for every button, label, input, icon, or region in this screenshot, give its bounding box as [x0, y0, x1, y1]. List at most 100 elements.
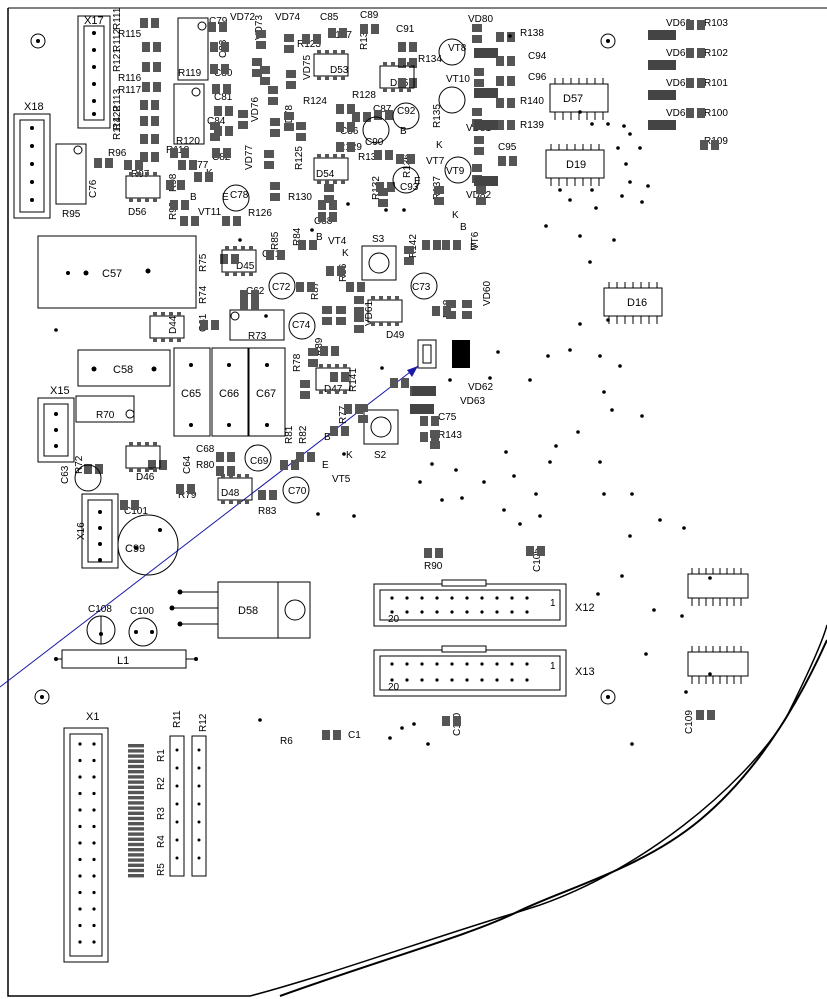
- smd-pad: [94, 158, 102, 168]
- connector-x21: [417, 339, 437, 369]
- header-pin: [78, 874, 82, 878]
- smd-pad: [269, 490, 277, 500]
- header-pin: [390, 662, 394, 666]
- header-pin: [92, 940, 96, 944]
- smd-pad: [216, 452, 224, 462]
- inductor-l1: L1: [54, 649, 198, 669]
- ic-pin: [341, 154, 345, 158]
- ic-so8-outline: [313, 157, 349, 181]
- designator-r113: R113: [112, 88, 123, 112]
- designator-r82: R82: [298, 425, 309, 444]
- resnet-pad: [128, 764, 144, 769]
- smd-pad: [200, 320, 208, 330]
- board-outline: [7, 8, 827, 997]
- designator-c70: C70: [288, 486, 307, 497]
- connector-x13: 20 1 X13: [373, 645, 595, 697]
- round-component-outline: [444, 156, 472, 184]
- smd-pad: [424, 548, 432, 558]
- smd-pad: [474, 79, 484, 87]
- resnet-pad: [128, 842, 144, 847]
- ic-pin: [317, 50, 321, 54]
- smd-pad: [354, 296, 364, 304]
- via-dot: [640, 414, 644, 418]
- smd-pad: [697, 78, 705, 88]
- designator-r142: R142: [408, 234, 419, 258]
- designator-vt9: VT9: [446, 166, 465, 177]
- probe-line: [0, 365, 419, 688]
- smd-pad: [268, 97, 278, 105]
- sil-pin: [197, 766, 201, 770]
- smd-pad: [219, 22, 227, 32]
- resnet-pad: [128, 775, 144, 779]
- designator-vd63: VD63: [460, 396, 485, 407]
- ic-pin: [245, 474, 249, 478]
- ic-pin: [153, 338, 157, 342]
- smd-pad: [339, 28, 347, 38]
- ic-pin: [395, 296, 399, 300]
- via-dot: [596, 592, 600, 596]
- smd-pad: [178, 160, 186, 170]
- smd-pad: [322, 306, 332, 314]
- ic-pin: [333, 76, 337, 80]
- round-component-outline: [244, 444, 272, 472]
- via-dot: [628, 180, 632, 184]
- resnet-pad: [128, 832, 144, 836]
- designator-c81: C81: [214, 92, 233, 103]
- smd-pad: [378, 188, 388, 196]
- resnet-pad: [128, 749, 144, 753]
- ic-pin: [325, 154, 329, 158]
- ic-pin: [319, 390, 323, 394]
- via-dot: [496, 350, 500, 354]
- designator-vd65: VD65: [666, 108, 691, 119]
- round-component-outline: [222, 184, 250, 212]
- smd-pad: [354, 314, 364, 322]
- svg-text:X13: X13: [575, 666, 595, 678]
- smd-pad: [286, 70, 296, 78]
- ic-pin: [341, 76, 345, 80]
- smd-pad: [686, 108, 694, 118]
- smd-pad: [398, 78, 406, 88]
- ic-d19: D19: [545, 149, 605, 179]
- capacitor-c65: C65: [173, 347, 211, 437]
- sil-pin: [175, 766, 179, 770]
- smd-pad: [330, 372, 338, 382]
- smd-pad: [371, 24, 379, 34]
- header-pin: [465, 610, 469, 614]
- via-dot: [630, 742, 634, 746]
- via-dot: [588, 260, 592, 264]
- capacitor-c67: C67: [248, 347, 286, 437]
- smd-pad: [324, 184, 334, 192]
- smd-pad: [336, 142, 344, 152]
- sil-pin: [197, 784, 201, 788]
- smd-pad: [433, 240, 441, 250]
- ic-pin: [387, 322, 391, 326]
- resnet-pad: [128, 801, 144, 805]
- smd-pad: [385, 110, 393, 120]
- resnet-pad: [128, 785, 144, 789]
- smd-pad: [322, 317, 332, 325]
- header-pin: [92, 742, 96, 746]
- header-pin: [92, 890, 96, 895]
- via-dot: [578, 322, 582, 326]
- smd-pad: [268, 86, 278, 94]
- via-dot: [400, 726, 404, 730]
- ic-pin: [129, 172, 133, 176]
- header-pin: [525, 662, 529, 666]
- designator-r83: R83: [258, 506, 277, 517]
- regulator-d58: D58: [169, 581, 311, 639]
- designator-vd74: VD74: [275, 12, 300, 23]
- designator-r140: R140: [520, 96, 544, 107]
- smd-pad: [697, 108, 705, 118]
- via-dot: [708, 672, 712, 676]
- ic-so8-outline: [367, 299, 403, 323]
- designator-r134: R134: [418, 54, 442, 65]
- smd-pad: [337, 266, 345, 276]
- designator-c75: C75: [438, 412, 457, 423]
- smd-pad: [214, 106, 222, 116]
- header-pin: [420, 678, 424, 682]
- designator-r121: R121: [112, 48, 123, 72]
- designator-c100: C100: [130, 606, 154, 617]
- via-dot: [316, 512, 320, 516]
- smd-pad: [270, 193, 280, 201]
- smd-pad: [707, 710, 715, 720]
